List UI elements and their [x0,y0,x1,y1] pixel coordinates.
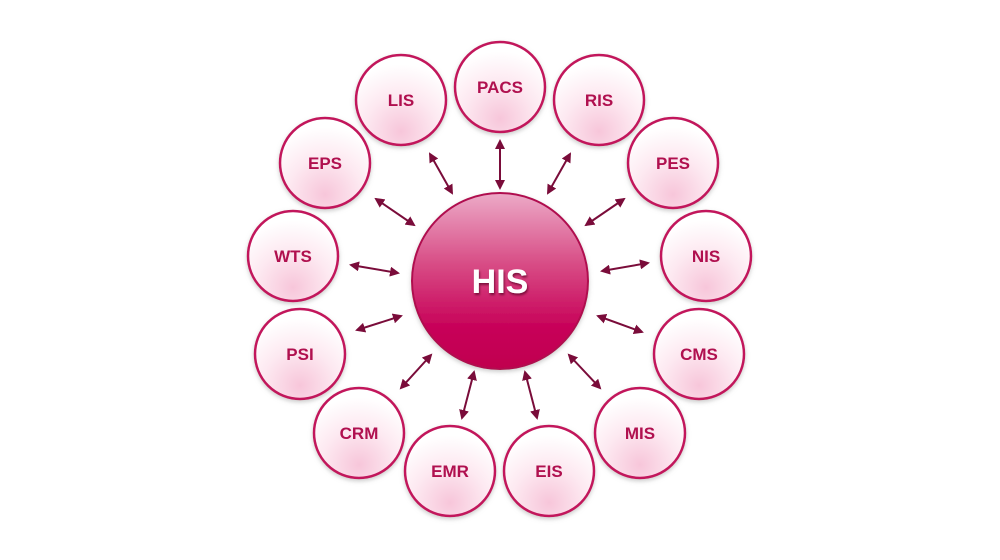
node-wts-circle [246,209,340,303]
node-nis: NIS [659,209,753,303]
hub-node: HIS [411,192,589,370]
node-eps-label: EPS [308,154,342,173]
node-emr-circle [403,424,497,518]
node-wts: WTS [246,209,340,303]
arrow-pes-his [584,197,626,227]
node-pacs-label: PACS [477,78,523,97]
node-psi: PSI [253,307,347,401]
node-pacs-circle [453,40,547,134]
node-crm-circle [312,386,406,480]
node-crm-label: CRM [340,424,379,443]
arrow-cms-his [596,314,644,334]
node-psi-label: PSI [286,345,313,364]
node-lis: LIS [354,53,448,147]
node-pes: PES [626,116,720,210]
arrow-emr-his [459,370,477,420]
node-mis-circle [593,386,687,480]
node-psi-circle [253,307,347,401]
node-eis: EIS [502,424,596,518]
satellite-nodes: LIS PACS RIS PES NIS CMS MIS EIS EMR CRM PSI WTS EPS [246,40,753,518]
node-cms-circle [652,307,746,401]
node-wts-label: WTS [274,247,312,266]
node-emr: EMR [403,424,497,518]
node-eis-circle [502,424,596,518]
arrow-lis-his [429,152,453,195]
arrow-wts-his [349,261,400,277]
arrow-nis-his [600,259,650,275]
node-ris-label: RIS [585,91,613,110]
arrow-eis-his [522,370,540,420]
node-mis: MIS [593,386,687,480]
node-emr-label: EMR [431,462,469,481]
connector-arrows [349,139,650,420]
node-nis-circle [659,209,753,303]
node-pacs: PACS [453,40,547,134]
node-cms-label: CMS [680,345,718,364]
hub-label: HIS [472,263,529,301]
node-ris-circle [552,53,646,147]
node-eis-label: EIS [535,462,562,481]
node-mis-label: MIS [625,424,655,443]
arrow-ris-his [547,152,571,195]
node-lis-circle [354,53,448,147]
node-lis-label: LIS [388,91,414,110]
node-pes-label: PES [656,154,690,173]
node-crm: CRM [312,386,406,480]
node-nis-label: NIS [692,247,720,266]
arrow-mis-his [567,353,602,390]
node-cms: CMS [652,307,746,401]
node-eps-circle [278,116,372,210]
hub-circle [411,192,589,370]
arrow-psi-his [355,313,403,333]
node-pes-circle [626,116,720,210]
node-eps: EPS [278,116,372,210]
arrow-eps-his [374,197,416,227]
node-ris: RIS [552,53,646,147]
arrow-crm-his [399,353,433,390]
